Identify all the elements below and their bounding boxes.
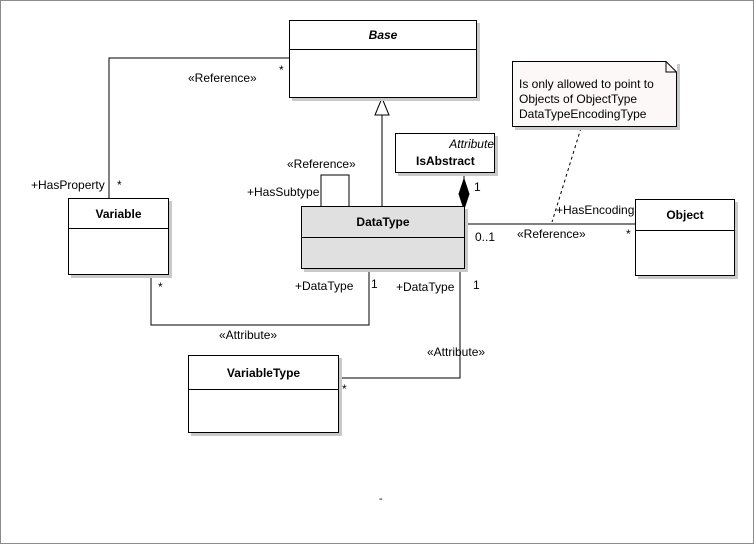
label-variabletype-multiplicity: * <box>342 382 347 396</box>
label-reference-base-multiplicity: * <box>279 63 284 77</box>
label-attribute-variable: «Attribute» <box>219 328 278 342</box>
label-encoding-target-multiplicity: * <box>626 227 631 241</box>
class-variabletype[interactable]: VariableType <box>188 355 339 433</box>
class-base-name: Base <box>290 21 476 50</box>
label-variable-multiplicity: * <box>158 280 163 294</box>
note-line-2: Objects of ObjectType <box>519 92 638 106</box>
label-encoding-source-multiplicity: 0..1 <box>475 230 496 244</box>
label-has-encoding: +HasEncoding <box>556 203 635 217</box>
class-isabstract[interactable]: Attribute IsAbstract <box>395 133 495 173</box>
reference-connector-variable-base <box>108 57 289 198</box>
isabstract-name: IsAbstract <box>416 154 475 168</box>
class-variable-name: Variable <box>69 199 168 229</box>
note-line-1: Is only allowed to point to <box>519 77 654 91</box>
self-reference-connector <box>320 174 350 206</box>
label-reference-base: «Reference» <box>188 71 257 85</box>
class-variabletype-name: VariableType <box>189 356 338 390</box>
constraint-note[interactable]: Is only allowed to point to Objects of O… <box>512 61 677 127</box>
note-anchor-line <box>551 127 582 223</box>
class-variable[interactable]: Variable <box>68 198 169 275</box>
label-reference-subtype: «Reference» <box>287 157 356 171</box>
label-has-subtype: +HasSubtype <box>247 185 320 199</box>
isabstract-stereotype: Attribute <box>449 137 494 151</box>
note-shape <box>512 61 677 127</box>
class-object[interactable]: Object <box>635 199 735 276</box>
generalization-arrowhead <box>374 96 390 116</box>
label-reference-encoding: «Reference» <box>517 227 586 241</box>
label-datatype-role-1: +DataType <box>295 279 354 293</box>
note-line-3: DataTypeEncodingType <box>519 107 647 121</box>
attribute-connector-variabletype <box>339 269 461 379</box>
class-datatype[interactable]: DataType <box>301 206 465 269</box>
label-has-property-multiplicity: * <box>117 178 122 192</box>
stray-mark: - <box>379 493 383 505</box>
composition-diamond <box>458 177 470 211</box>
class-datatype-name: DataType <box>302 207 464 238</box>
class-base[interactable]: Base <box>289 20 477 98</box>
label-has-property: +HasProperty <box>31 178 105 192</box>
label-isabstract-multiplicity: 1 <box>474 180 481 194</box>
label-datatype-role-2: +DataType <box>396 280 455 294</box>
label-attribute-variabletype: «Attribute» <box>427 345 486 359</box>
attribute-connector-variable <box>150 269 370 326</box>
label-datatype-multiplicity-1: 1 <box>371 277 378 291</box>
class-object-name: Object <box>636 200 734 231</box>
label-datatype-multiplicity-2: 1 <box>473 278 480 292</box>
